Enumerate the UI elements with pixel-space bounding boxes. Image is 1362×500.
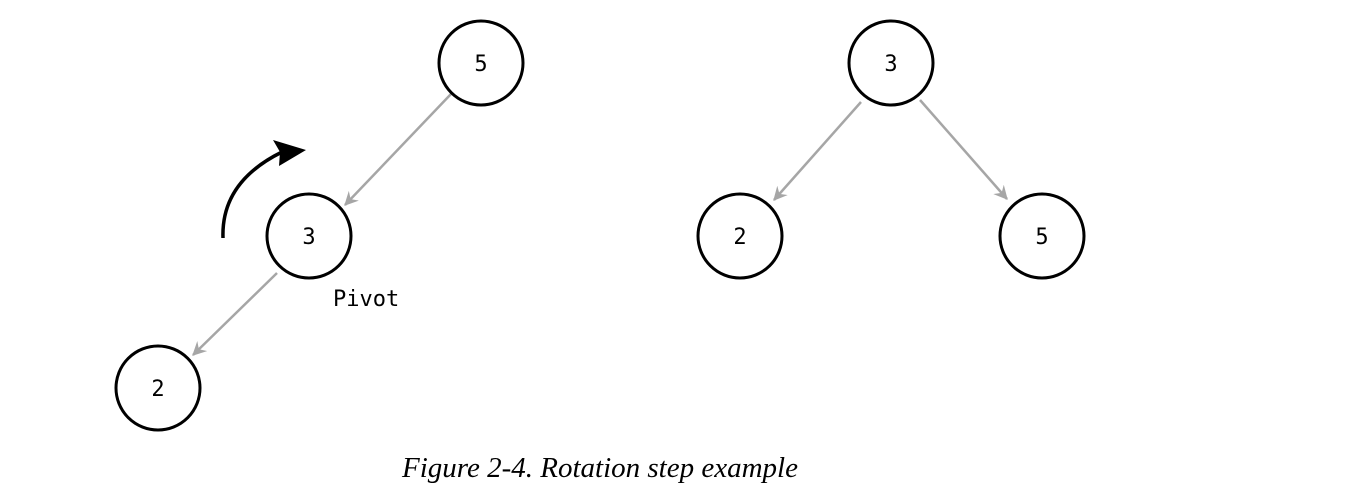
before-node-root: 5 (437, 19, 525, 107)
before-node-pivot-label: 3 (302, 225, 315, 250)
after-node-right-label: 5 (1035, 225, 1048, 250)
after-node-left: 2 (696, 192, 784, 280)
after-node-right: 5 (998, 192, 1086, 280)
rotation-arrow-icon (221, 140, 306, 239)
after-node-left-label: 2 (733, 225, 746, 250)
edge-3-to-2 (192, 272, 278, 356)
edge-5-to-3 (344, 93, 452, 206)
edge-3-to-2-after (773, 101, 862, 201)
before-node-leaf-label: 2 (151, 377, 164, 402)
after-node-root: 3 (847, 19, 935, 107)
edge-3-to-5-after (919, 99, 1008, 200)
pivot-label: Pivot (333, 287, 399, 312)
before-node-pivot: 3 (265, 192, 353, 280)
before-node-leaf: 2 (114, 344, 202, 432)
figure-caption: Figure 2-4. Rotation step example (402, 452, 798, 484)
before-node-root-label: 5 (474, 52, 487, 77)
after-node-root-label: 3 (884, 52, 897, 77)
